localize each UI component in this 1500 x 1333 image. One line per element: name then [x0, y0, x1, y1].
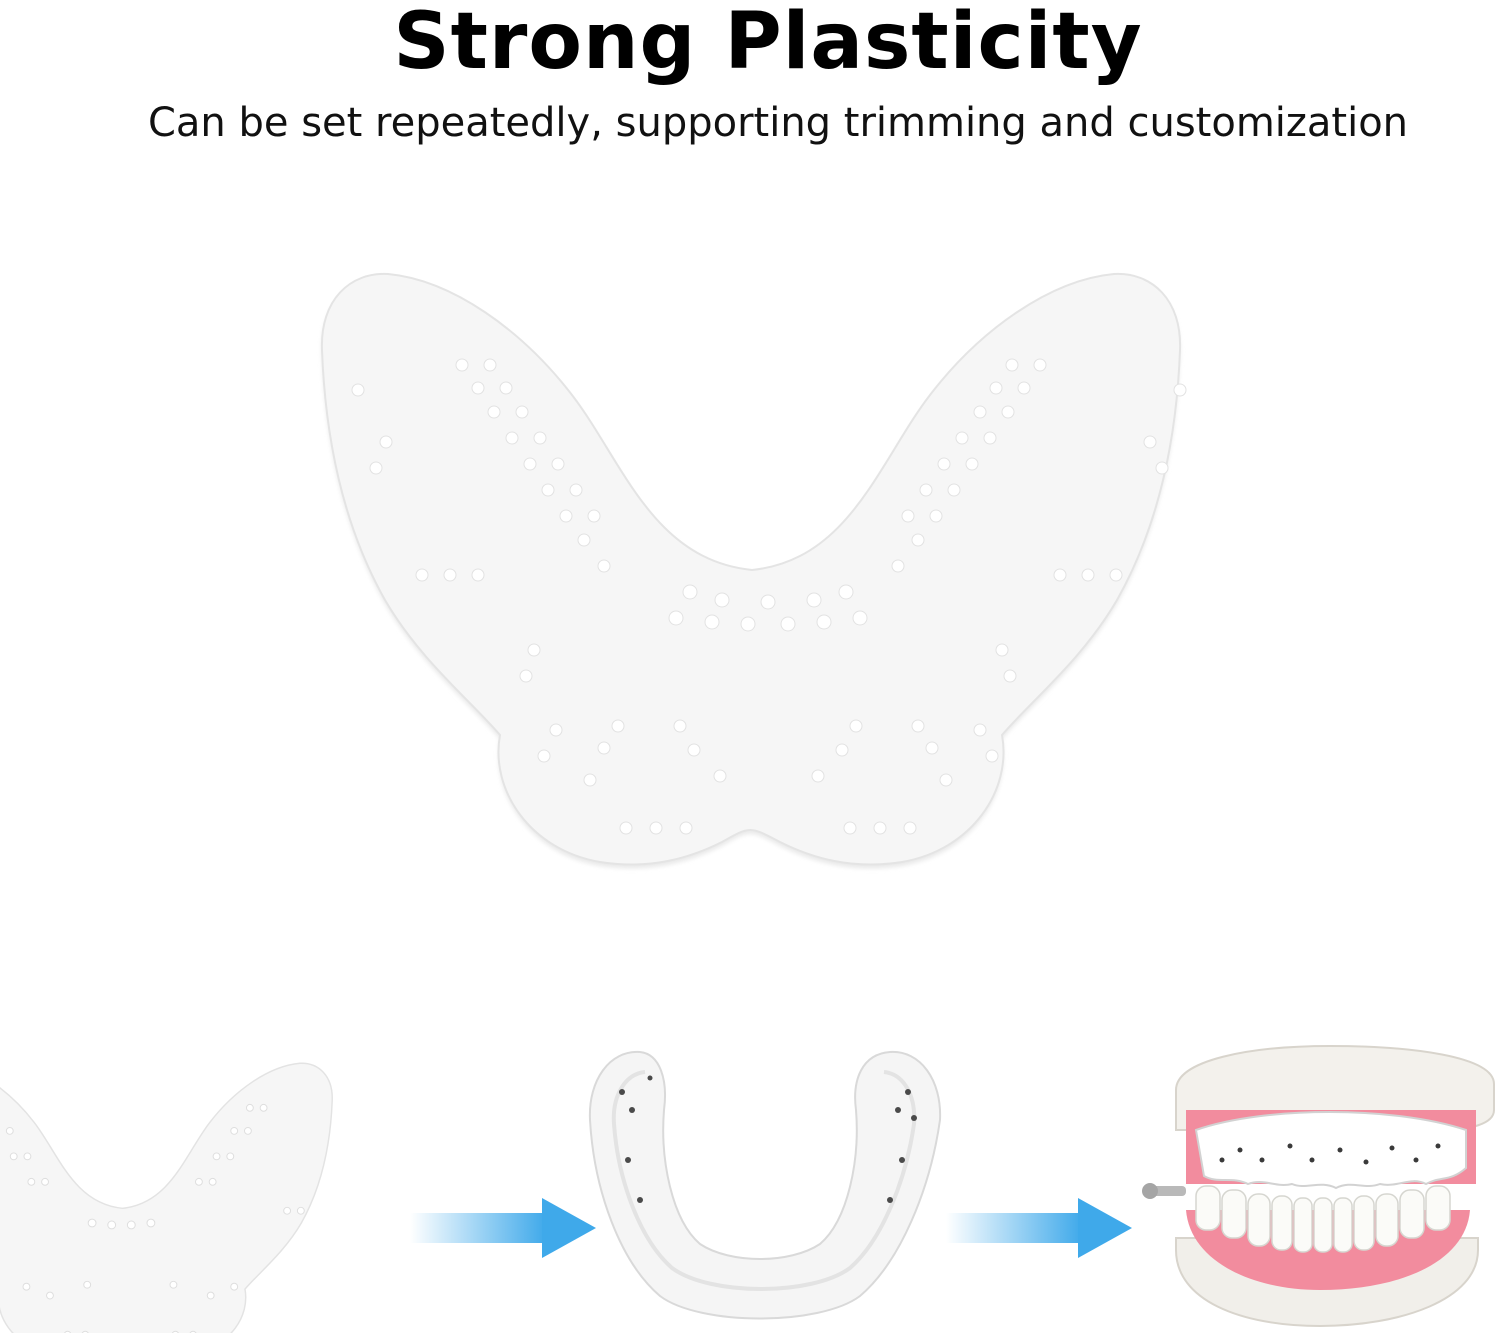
lower-teeth [1195, 1185, 1451, 1253]
flat-blank-mouthguard-image [0, 1062, 333, 1333]
arrow-right-icon [410, 1198, 596, 1258]
molded-mouthguard-image [588, 1050, 942, 1320]
main-mouthguard-image [320, 272, 1187, 869]
hinge-pin [1142, 1183, 1186, 1199]
arrow-right-icon [946, 1198, 1132, 1258]
headline-title: Strong Plasticity [393, 0, 1143, 87]
headline-subtitle: Can be set repeatedly, supporting trimmi… [147, 100, 1409, 146]
vent-holes [351, 358, 1187, 835]
mouthguard-on-dental-model-image [1142, 1044, 1495, 1328]
